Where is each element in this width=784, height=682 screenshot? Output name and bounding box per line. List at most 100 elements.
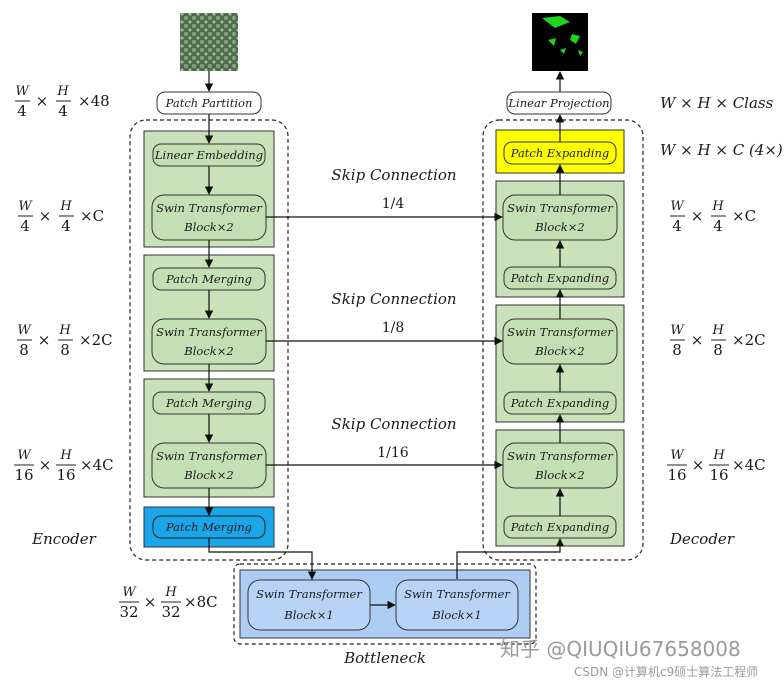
svg-text:Swin Transformer: Swin Transformer: [507, 201, 614, 215]
skip-connection-label-1: Skip Connection: [331, 166, 456, 184]
svg-text:×: ×: [144, 593, 157, 611]
svg-text:×: ×: [691, 331, 704, 349]
svg-text:H: H: [164, 585, 177, 600]
svg-text:16: 16: [667, 466, 686, 484]
input-image: [180, 13, 238, 71]
dim-left-4: W 16 × H 16 ×4C: [14, 448, 114, 484]
svg-text:×8C: ×8C: [184, 593, 218, 611]
svg-text:×: ×: [692, 456, 705, 474]
svg-text:Block×1: Block×1: [283, 608, 333, 622]
skip-connection-label-3: Skip Connection: [331, 415, 456, 433]
svg-text:8: 8: [19, 341, 29, 359]
encoder-swin-block-2: Swin Transformer Block×2: [151, 318, 267, 365]
svg-text:Linear Projection: Linear Projection: [507, 96, 609, 110]
svg-text:4: 4: [61, 217, 71, 235]
dim-left-2: W 4 × H 4 ×C: [18, 199, 104, 235]
dim-right-1: W 4 × H 4 ×C: [670, 199, 756, 235]
svg-text:Linear Embedding: Linear Embedding: [154, 148, 263, 162]
svg-text:W: W: [122, 585, 137, 600]
svg-text:W: W: [17, 448, 32, 463]
encoder-patch-merging-3: Patch Merging: [152, 515, 266, 539]
encoder-patch-merging-2: Patch Merging: [152, 391, 266, 415]
encoder-swin-block-3: Swin Transformer Block×2: [151, 442, 267, 489]
bottleneck-frame: [233, 563, 537, 645]
dim-right-2: W 8 × H 8 ×2C: [670, 323, 766, 359]
svg-text:Swin Transformer: Swin Transformer: [156, 449, 263, 463]
svg-text:×: ×: [39, 456, 52, 474]
svg-text:H: H: [58, 323, 71, 338]
decoder-patch-expanding-3: Patch Expanding: [503, 515, 617, 539]
svg-text:×: ×: [36, 92, 49, 110]
dim-right-output: W × H × Class: [660, 94, 774, 112]
skip-ratio-1: 1/4: [382, 196, 405, 212]
svg-text:×2C: ×2C: [732, 331, 766, 349]
flow-arrows: [204, 71, 565, 610]
svg-text:Block×2: Block×2: [534, 220, 584, 234]
decoder-swin-block-3: Swin Transformer Block×2: [502, 442, 618, 489]
svg-text:Patch Expanding: Patch Expanding: [510, 520, 610, 534]
svg-text:Block×2: Block×2: [534, 468, 584, 482]
svg-text:Patch Merging: Patch Merging: [165, 396, 252, 410]
svg-text:Swin Transformer: Swin Transformer: [507, 449, 614, 463]
svg-text:×C: ×C: [732, 207, 756, 225]
svg-text:Block×2: Block×2: [183, 344, 233, 358]
svg-text:Swin Transformer: Swin Transformer: [404, 587, 511, 601]
svg-text:Block×2: Block×2: [534, 344, 584, 358]
svg-text:Swin Transformer: Swin Transformer: [256, 587, 363, 601]
svg-text:4: 4: [17, 102, 27, 120]
svg-text:×4C: ×4C: [80, 456, 114, 474]
svg-text:×: ×: [691, 207, 704, 225]
dim-right-3: W 16 × H 16 ×4C: [667, 448, 766, 484]
svg-text:8: 8: [672, 341, 682, 359]
svg-text:W: W: [15, 84, 30, 99]
decoder-swin-block-1: Swin Transformer Block×2: [502, 194, 618, 241]
svg-text:W: W: [18, 199, 33, 214]
svg-text:4: 4: [20, 217, 30, 235]
svg-text:W: W: [670, 199, 685, 214]
dim-right-expand: W × H × C (4×): [660, 141, 783, 159]
svg-text:×48: ×48: [78, 92, 110, 110]
svg-text:W: W: [670, 448, 685, 463]
svg-text:W: W: [17, 323, 32, 338]
svg-text:×: ×: [38, 331, 51, 349]
encoder-patch-merging-1: Patch Merging: [152, 267, 266, 291]
watermark-main: 知乎 @QIUQIU67658008: [500, 637, 741, 661]
svg-text:Patch Expanding: Patch Expanding: [510, 146, 610, 160]
svg-text:Patch Expanding: Patch Expanding: [510, 396, 610, 410]
svg-text:16: 16: [709, 466, 728, 484]
patch-partition-box: Patch Partition: [156, 91, 262, 115]
decoder-swin-block-2: Swin Transformer Block×2: [502, 318, 618, 365]
svg-text:4: 4: [672, 217, 682, 235]
svg-text:Patch Partition: Patch Partition: [165, 96, 253, 110]
svg-text:Swin Transformer: Swin Transformer: [507, 325, 614, 339]
svg-text:W: W: [670, 323, 685, 338]
svg-text:Block×2: Block×2: [183, 220, 233, 234]
svg-text:H: H: [59, 448, 72, 463]
dim-left-3: W 8 × H 8 ×2C: [17, 323, 113, 359]
encoder-swin-block-1: Swin Transformer Block×2: [151, 194, 267, 241]
linear-projection-box: Linear Projection: [506, 91, 612, 115]
svg-text:16: 16: [56, 466, 75, 484]
encoder-label: Encoder: [31, 530, 97, 548]
svg-text:Patch Merging: Patch Merging: [165, 272, 252, 286]
svg-text:32: 32: [161, 603, 180, 621]
svg-text:H: H: [711, 199, 724, 214]
decoder-patch-expanding-1: Patch Expanding: [503, 266, 617, 290]
skip-ratio-2: 1/8: [382, 320, 405, 336]
svg-text:Block×2: Block×2: [183, 468, 233, 482]
svg-text:H: H: [711, 323, 724, 338]
linear-embedding-box: Linear Embedding: [152, 143, 266, 167]
svg-text:8: 8: [60, 341, 70, 359]
output-mask-image: [532, 13, 588, 71]
svg-text:32: 32: [119, 603, 138, 621]
bottleneck-swin-block-2: Swin Transformer Block×1: [395, 579, 519, 631]
svg-text:8: 8: [713, 341, 723, 359]
skip-connection-label-2: Skip Connection: [331, 290, 456, 308]
svg-text:×C: ×C: [80, 207, 104, 225]
svg-text:H: H: [712, 448, 725, 463]
decoder-patch-expanding-top: Patch Expanding: [503, 141, 617, 165]
svg-text:H: H: [56, 84, 69, 99]
svg-text:H: H: [59, 199, 72, 214]
svg-text:Swin Transformer: Swin Transformer: [156, 325, 263, 339]
